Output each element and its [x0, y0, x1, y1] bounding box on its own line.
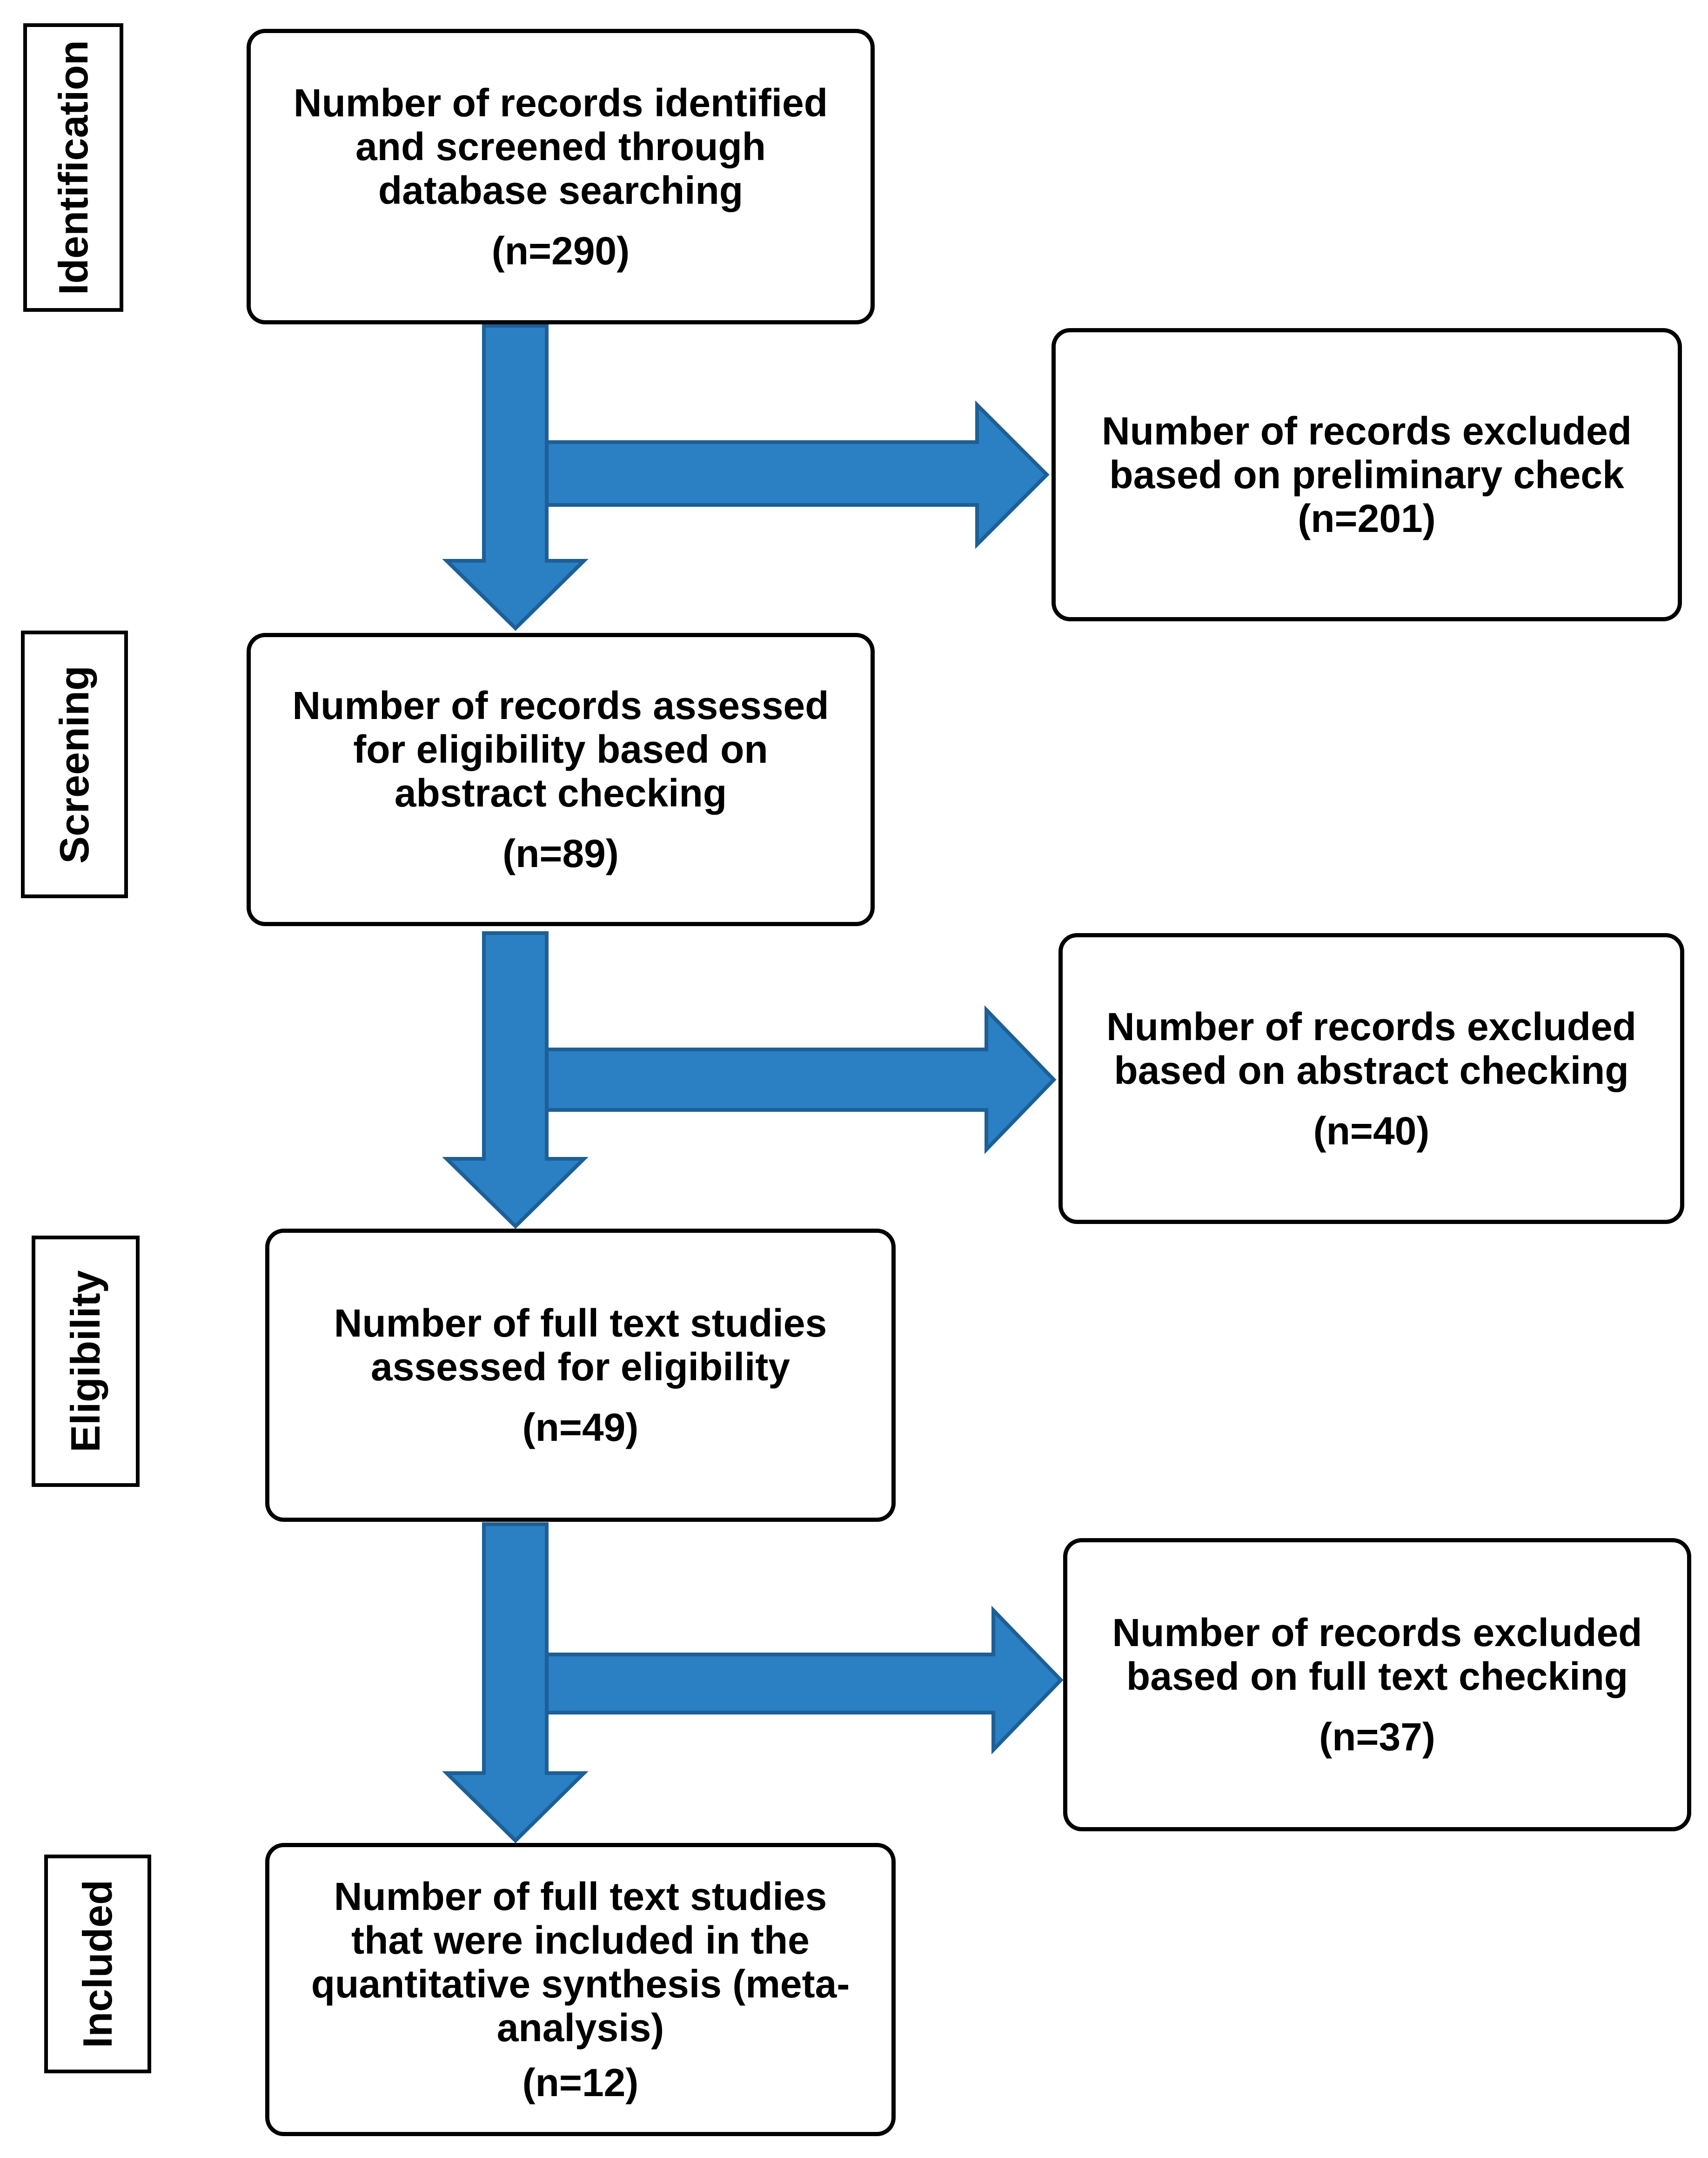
stage-included: Included	[44, 1855, 151, 2073]
box-text-line: Number of records assessed	[292, 684, 829, 727]
box-text-line: Number of full text studies	[334, 1301, 827, 1345]
box-records-identified: Number of records identified and screene…	[247, 29, 875, 324]
stage-label: Identification	[50, 40, 96, 295]
box-included: Number of full text studies that were in…	[265, 1843, 896, 2136]
down-arrow-1	[442, 324, 589, 631]
right-arrow-2	[545, 1005, 1057, 1154]
right-arrow-3	[545, 1606, 1064, 1755]
box-text-line: for eligibility based on	[353, 727, 768, 771]
box-excluded-abstract: Number of records excluded based on abst…	[1058, 933, 1684, 1224]
box-text-line: assessed for eligibility	[370, 1345, 790, 1389]
box-text-line: Number of full text studies	[334, 1875, 827, 1918]
stage-eligibility: Eligibility	[32, 1236, 140, 1487]
box-text-line: Number of records excluded	[1106, 1004, 1636, 1049]
stage-label: Screening	[51, 665, 97, 864]
stage-label: Included	[74, 1880, 121, 2048]
box-text-line: based on abstract checking	[1114, 1048, 1629, 1092]
right-arrow-1	[545, 400, 1050, 549]
stage-identification: Identification	[23, 23, 123, 312]
box-text-line: and screened through	[355, 124, 766, 168]
box-count: (n=12)	[522, 2061, 639, 2104]
box-fulltext-assessed: Number of full text studies assessed for…	[265, 1229, 896, 1522]
box-text-line: that were included in the	[351, 1918, 810, 1962]
stage-label: Eligibility	[62, 1270, 108, 1452]
box-excluded-fulltext: Number of records excluded based on full…	[1063, 1538, 1691, 1831]
box-text-line: Number of records excluded	[1112, 1611, 1642, 1654]
box-count: (n=40)	[1313, 1109, 1430, 1153]
box-excluded-preliminary: Number of records excluded based on prel…	[1052, 328, 1682, 621]
down-arrow-3	[442, 1522, 589, 1843]
down-arrow-2	[442, 931, 589, 1229]
box-count: (n=49)	[522, 1405, 639, 1449]
box-count: (n=37)	[1319, 1715, 1435, 1759]
stage-screening: Screening	[21, 631, 128, 898]
box-text-line: quantitative synthesis (meta-	[311, 1962, 850, 2006]
box-count: (n=201)	[1298, 497, 1436, 540]
box-text-line: based on full text checking	[1126, 1654, 1628, 1698]
box-count: (n=290)	[491, 229, 630, 273]
box-text-line: Number of records excluded	[1102, 409, 1632, 453]
box-count: (n=89)	[502, 832, 619, 875]
box-text-line: database searching	[378, 168, 743, 212]
box-text-line: analysis)	[496, 2006, 664, 2050]
box-text-line: Number of records identified	[293, 81, 828, 125]
box-text-line: based on preliminary check	[1109, 453, 1624, 497]
box-assessed-abstract: Number of records assessed for eligibili…	[247, 633, 875, 926]
box-text-line: abstract checking	[394, 771, 727, 815]
